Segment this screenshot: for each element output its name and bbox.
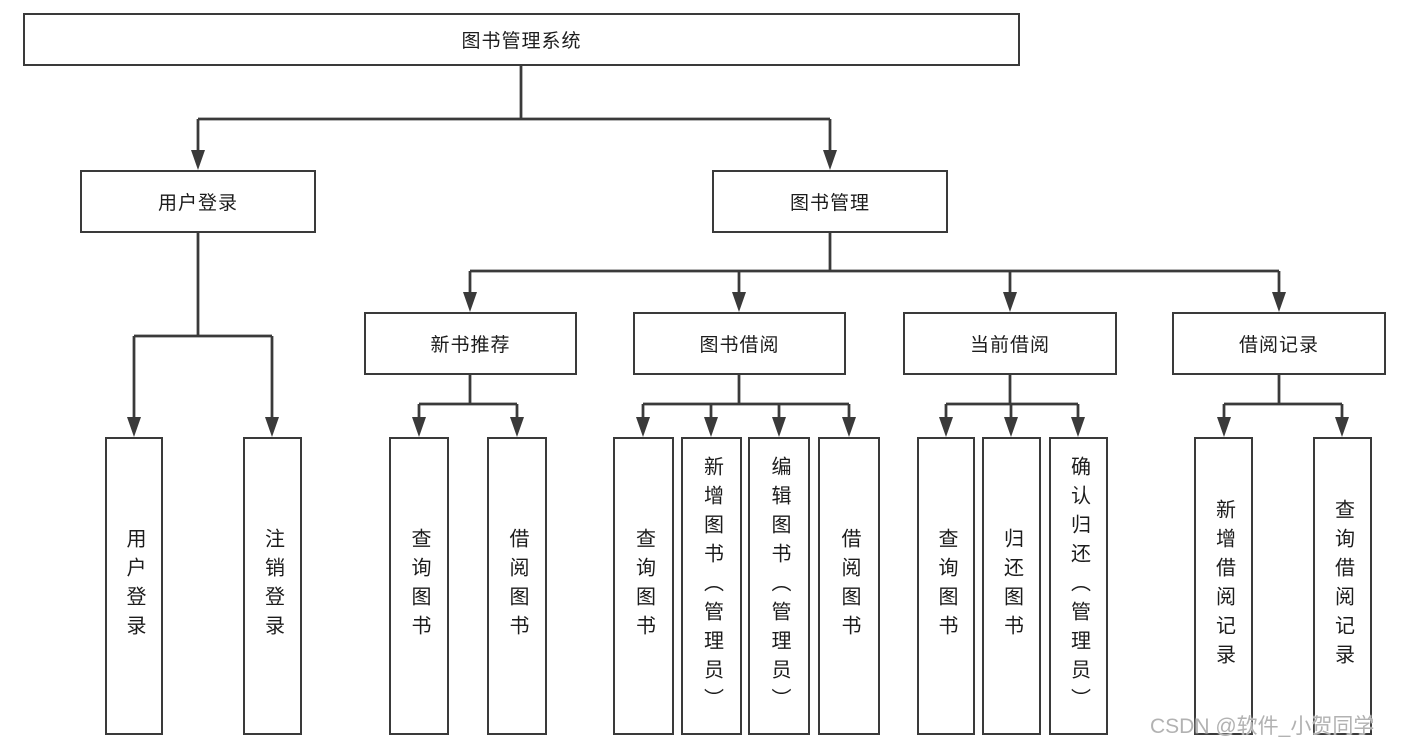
group-node-label: 图书借阅	[699, 335, 780, 356]
leaf-node-label: 借阅图书	[506, 528, 528, 644]
leaf-node-logout: 注销登录	[243, 437, 302, 735]
group-node-label: 借阅记录	[1238, 335, 1319, 356]
leaf-node-add-books-admin: 新增图书（管理员）	[681, 437, 742, 735]
leaf-node-label: 确认归还（管理员）	[1067, 455, 1090, 717]
root-node-library-system: 图书管理系统	[23, 13, 1020, 66]
branch-node-label: 图书管理	[789, 193, 870, 214]
branch-node-user-login: 用户登录	[80, 170, 316, 233]
leaf-node-label: 查询图书	[408, 528, 430, 644]
root-node-label: 图书管理系统	[461, 31, 582, 52]
leaf-node-confirm-return-admin: 确认归还（管理员）	[1049, 437, 1108, 735]
leaf-node-label: 查询借阅记录	[1331, 499, 1354, 673]
leaf-node-borrow-books-recommend: 借阅图书	[487, 437, 547, 735]
leaf-node-return-books: 归还图书	[982, 437, 1041, 735]
group-node-label: 当前借阅	[969, 335, 1050, 356]
leaf-node-label: 借阅图书	[838, 528, 860, 644]
leaf-node-query-books-current: 查询图书	[917, 437, 975, 735]
leaf-node-edit-books-admin: 编辑图书（管理员）	[748, 437, 810, 735]
leaf-node-label: 新增借阅记录	[1212, 499, 1235, 673]
leaf-node-label: 注销登录	[261, 528, 284, 644]
leaf-node-label: 编辑图书（管理员）	[768, 455, 790, 717]
group-node-current-borrowing: 当前借阅	[903, 312, 1117, 375]
leaf-node-label: 查询图书	[632, 528, 655, 644]
leaf-node-label: 查询图书	[935, 528, 957, 644]
leaf-node-query-borrow-record: 查询借阅记录	[1313, 437, 1372, 735]
leaf-node-add-borrow-record: 新增借阅记录	[1194, 437, 1253, 735]
group-node-label: 新书推荐	[430, 335, 511, 356]
group-node-book-borrowing: 图书借阅	[633, 312, 846, 375]
leaf-node-query-books-borrowing: 查询图书	[613, 437, 674, 735]
branch-node-book-management: 图书管理	[712, 170, 948, 233]
branch-node-label: 用户登录	[157, 193, 238, 214]
leaf-node-label: 用户登录	[123, 528, 145, 644]
group-node-borrowing-records: 借阅记录	[1172, 312, 1386, 375]
group-node-new-book-recommend: 新书推荐	[364, 312, 577, 375]
csdn-watermark: CSDN @软件_小贺同学	[1150, 715, 1375, 738]
leaf-node-query-books-recommend: 查询图书	[389, 437, 449, 735]
leaf-node-borrow-books-borrowing: 借阅图书	[818, 437, 880, 735]
leaf-node-user-login: 用户登录	[105, 437, 163, 735]
leaf-node-label: 新增图书（管理员）	[700, 455, 723, 717]
leaf-node-label: 归还图书	[1000, 528, 1023, 644]
